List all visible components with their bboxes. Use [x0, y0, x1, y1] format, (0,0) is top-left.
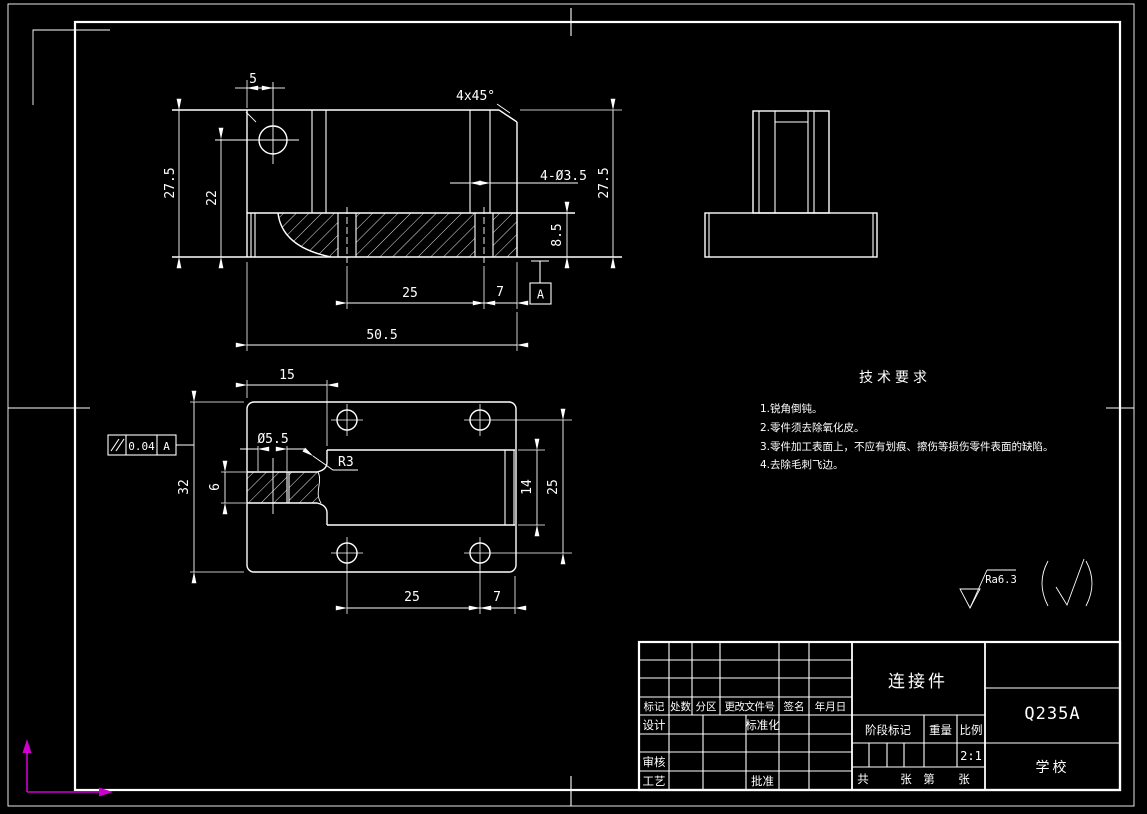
- dim-7-bottom-label: 7: [493, 590, 501, 605]
- material: Q235A: [1024, 704, 1080, 724]
- role-process: 工艺: [643, 774, 666, 788]
- dim-r3-label: R3: [338, 455, 354, 470]
- paren-left: [1041, 560, 1049, 607]
- role-design: 设计: [643, 718, 666, 732]
- dim-7-label: 7: [496, 285, 504, 300]
- section-hatch: [493, 213, 517, 257]
- role-approve: 批准: [751, 774, 774, 788]
- th-count: 处数: [670, 700, 691, 713]
- ucs-arrow-right: [99, 787, 113, 797]
- tech-requirements: 技术要求 1.锐角倒钝。 2.零件须去除氧化皮。 3.零件加工表面上，不应有划痕…: [760, 370, 1054, 471]
- plan-holes: [331, 404, 496, 569]
- dim-8-5-label: 8.5: [550, 223, 565, 246]
- dim-d5-5-label: Ø5.5: [257, 432, 288, 447]
- field-stage-mark: 阶段标记: [865, 723, 911, 737]
- organization: 学校: [1036, 759, 1070, 776]
- title-block: 标记 处数 分区 更改文件号 签名 年月日 设计 标准化 审核 工艺 批准 连接…: [637, 640, 1122, 792]
- all-surfaces-check-symbol: [1041, 558, 1093, 607]
- dim-27-5-right-label: 27.5: [597, 167, 612, 198]
- drawing-frame: [7, 3, 1135, 807]
- tolerance-frame: 0.04 A: [107, 434, 194, 456]
- dim-27-5-left-label: 27.5: [163, 167, 178, 198]
- tech-requirement-item: 2.零件须去除氧化皮。: [760, 421, 865, 434]
- dim-25-bottom-label: 25: [404, 590, 420, 605]
- front-view: 5 4x45° 27.5 22 4-Ø3.5 27.5 8.5 25 7 50.…: [163, 72, 622, 351]
- section-hatch: [247, 472, 287, 503]
- tech-requirement-item: 1.锐角倒钝。: [760, 402, 823, 415]
- check-icon: [1055, 558, 1085, 607]
- corner-trim-mark: [32, 29, 110, 105]
- section-hatch: [356, 213, 475, 257]
- tolerance-datum: A: [163, 440, 170, 453]
- scale-value: 2:1: [960, 749, 982, 763]
- th-date: 年月日: [815, 700, 847, 713]
- dim-14-label: 14: [520, 479, 535, 495]
- sheet-unit2-label: 张: [958, 772, 970, 786]
- part-name: 连接件: [888, 672, 948, 692]
- dim-25-right-label: 25: [546, 479, 561, 495]
- dim-32-label: 32: [177, 479, 192, 495]
- dim-22-label: 22: [205, 190, 220, 206]
- dim-25-label: 25: [402, 286, 418, 301]
- break-line: [317, 471, 322, 504]
- fillet-arc: [277, 212, 332, 258]
- dim-6-label: 6: [208, 483, 223, 491]
- role-review: 审核: [643, 755, 666, 769]
- th-signature: 签名: [784, 700, 805, 713]
- tech-requirement-item: 4.去除毛刺飞边。: [760, 458, 844, 471]
- dim-chamfer-label: 4x45°: [456, 89, 495, 104]
- datum-letter: A: [537, 288, 545, 302]
- plan-view: 15 32 6 Ø5.5 R3 14 25 25 7 0.04 A: [107, 368, 572, 614]
- ucs-arrow-up: [22, 739, 32, 753]
- section-hatch: [278, 213, 338, 257]
- outer-border: [7, 3, 1135, 807]
- sheet-no-label: 第: [923, 772, 935, 786]
- datum-frame: A: [529, 260, 552, 305]
- th-mark: 标记: [644, 701, 665, 713]
- th-change-doc: 更改文件号: [725, 700, 775, 713]
- side-view: [704, 110, 878, 258]
- tech-requirement-item: 3.零件加工表面上，不应有划痕、擦伤等损伤零件表面的缺陷。: [760, 440, 1054, 453]
- tolerance-value: 0.04: [128, 440, 155, 453]
- field-weight: 重量: [929, 723, 952, 737]
- sheet-unit-label: 张: [900, 772, 912, 786]
- inner-frame: [73, 20, 1122, 792]
- field-scale: 比例: [960, 723, 983, 737]
- tech-requirements-title: 技术要求: [859, 370, 931, 386]
- surface-roughness-symbol: Ra6.3: [959, 569, 1017, 609]
- dim-50-5-label: 50.5: [366, 328, 397, 343]
- chamfer-edge: [498, 109, 518, 123]
- paren-right: [1085, 560, 1093, 607]
- roughness-value: Ra6.3: [985, 574, 1017, 586]
- dim-15-label: 15: [279, 368, 295, 383]
- role-standardize: 标准化: [745, 718, 780, 732]
- sheet-total-label: 共: [857, 772, 869, 786]
- dim-5-label: 5: [249, 72, 257, 87]
- dim-4xd3-5-label: 4-Ø3.5: [540, 169, 587, 184]
- section-hatch: [289, 472, 318, 503]
- parallelism-icon: [110, 438, 125, 452]
- th-zone: 分区: [696, 701, 717, 713]
- ucs-icon: [22, 739, 113, 797]
